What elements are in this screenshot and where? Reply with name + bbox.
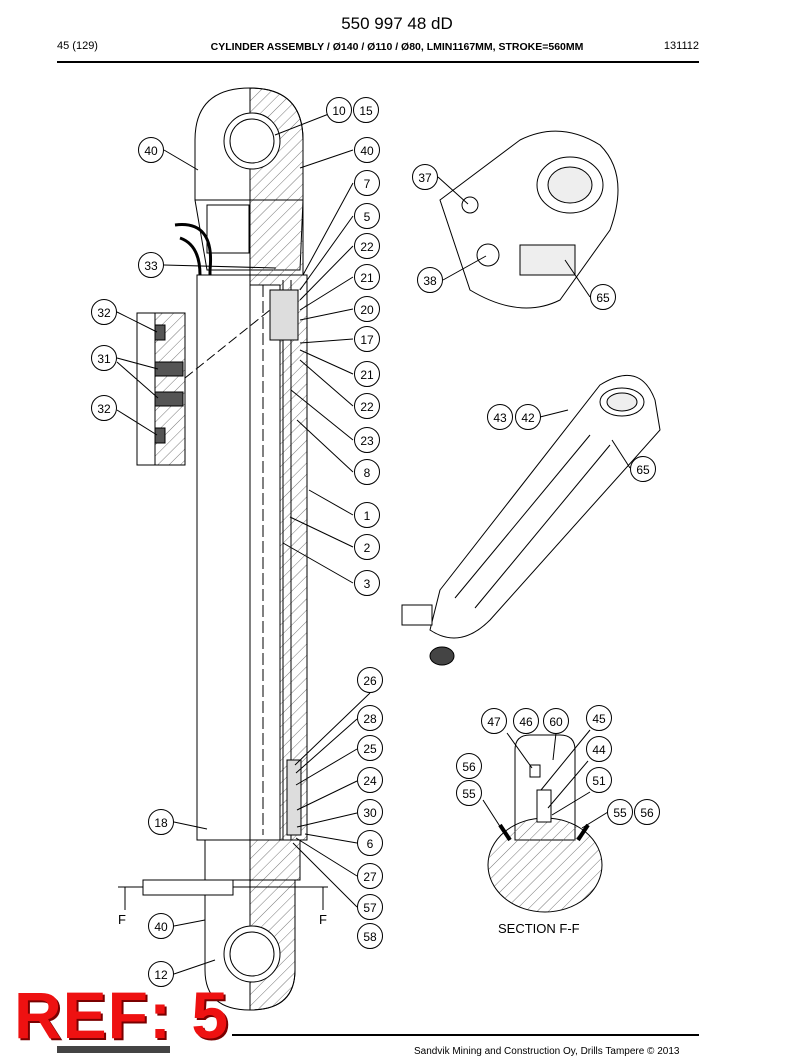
callout-15: 15 [353, 97, 379, 123]
callout-44: 44 [586, 736, 612, 762]
callout-43: 43 [487, 404, 513, 430]
callout-20: 20 [354, 296, 380, 322]
callout-57: 57 [357, 894, 383, 920]
callout-8: 8 [354, 459, 380, 485]
ref-stamp: REF: 5 [14, 978, 230, 1052]
footer-rule [232, 1034, 699, 1036]
callout-18: 18 [148, 809, 174, 835]
callout-58: 58 [357, 923, 383, 949]
callout-46: 46 [513, 708, 539, 734]
callout-17: 17 [354, 326, 380, 352]
callout-21: 21 [354, 361, 380, 387]
callout-3: 3 [354, 570, 380, 596]
callout-56: 56 [456, 753, 482, 779]
cut-marker-right: F [319, 912, 327, 927]
callout-55: 55 [607, 799, 633, 825]
callout-2: 2 [354, 534, 380, 560]
callout-10: 10 [326, 97, 352, 123]
callout-23: 23 [354, 427, 380, 453]
callout-31: 31 [91, 345, 117, 371]
callout-22: 22 [354, 233, 380, 259]
callout-38: 38 [417, 267, 443, 293]
callout-47: 47 [481, 708, 507, 734]
page-number: 45 (129) [57, 40, 98, 52]
callout-65: 65 [630, 456, 656, 482]
callout-33: 33 [138, 252, 164, 278]
callout-56: 56 [634, 799, 660, 825]
callout-55: 55 [456, 780, 482, 806]
callout-1: 1 [354, 502, 380, 528]
header-rule [57, 61, 699, 63]
callout-28: 28 [357, 705, 383, 731]
callout-22: 22 [354, 393, 380, 419]
callout-60: 60 [543, 708, 569, 734]
callout-42: 42 [515, 404, 541, 430]
callout-5: 5 [354, 203, 380, 229]
callout-40: 40 [138, 137, 164, 163]
callout-32: 32 [91, 395, 117, 421]
callout-21: 21 [354, 264, 380, 290]
callout-65: 65 [590, 284, 616, 310]
callout-32: 32 [91, 299, 117, 325]
doc-number: 550 997 48 dD [341, 14, 453, 33]
callout-45: 45 [586, 705, 612, 731]
callout-6: 6 [357, 830, 383, 856]
section-label: SECTION F-F [498, 921, 580, 936]
document-code: 131112 [663, 40, 699, 52]
footer-copyright: Sandvik Mining and Construction Oy, Dril… [414, 1046, 680, 1057]
page-title: CYLINDER ASSEMBLY / Ø140 / Ø110 / Ø80, L… [210, 41, 584, 53]
callout-37: 37 [412, 164, 438, 190]
callout-25: 25 [357, 735, 383, 761]
callout-7: 7 [354, 170, 380, 196]
callout-24: 24 [357, 767, 383, 793]
callout-12: 12 [148, 961, 174, 987]
callout-27: 27 [357, 863, 383, 889]
callout-26: 26 [357, 667, 383, 693]
callout-40: 40 [354, 137, 380, 163]
brand-logo-strip [57, 1046, 170, 1053]
callout-30: 30 [357, 799, 383, 825]
cut-marker-left: F [118, 912, 126, 927]
callout-51: 51 [586, 767, 612, 793]
callout-40: 40 [148, 913, 174, 939]
